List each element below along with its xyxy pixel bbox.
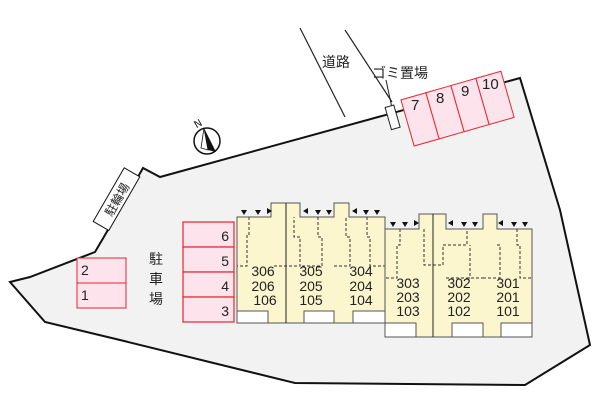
- unit-304: 304: [349, 263, 373, 279]
- garbage-area-label: ゴミ置場: [372, 65, 428, 82]
- north-arrow-icon: N: [193, 118, 221, 155]
- parking-number-7: 7: [411, 97, 419, 114]
- garbage-leader-line: [385, 79, 393, 109]
- parking-number-8: 8: [436, 90, 444, 107]
- unit-104: 104: [349, 292, 373, 308]
- parking-number-2: 2: [81, 262, 89, 278]
- unit-302: 302: [447, 275, 471, 291]
- parking-number-1: 1: [81, 287, 89, 303]
- parking-space-6: [182, 221, 235, 248]
- unit-labels: 306 206 106 305 205 105 304 204 104 303 …: [251, 263, 520, 319]
- unit-102: 102: [447, 303, 471, 319]
- parking-number-6: 6: [221, 228, 229, 244]
- parking-space-10: [475, 70, 515, 126]
- parking-space-1: [76, 282, 127, 309]
- unit-201: 201: [496, 289, 520, 305]
- parking-number-9: 9: [461, 83, 469, 100]
- parking-space-4: [182, 271, 235, 298]
- unit-203: 203: [396, 289, 420, 305]
- road-line-right: [344, 29, 393, 103]
- parking-number-10: 10: [482, 76, 499, 93]
- parking-top-group: [400, 70, 515, 147]
- garbage-area: [384, 104, 401, 131]
- unit-205: 205: [299, 278, 323, 294]
- unit-206: 206: [251, 278, 275, 294]
- unit-106: 106: [253, 292, 277, 308]
- parking-label-char-2: 車: [149, 271, 163, 288]
- parking-space-5: [182, 246, 235, 273]
- parking-label-char-3: 場: [149, 292, 163, 308]
- parking-space-3: [182, 296, 235, 323]
- unit-103: 103: [396, 303, 420, 319]
- unit-305: 305: [299, 263, 323, 279]
- parking-number-4: 4: [221, 278, 229, 294]
- unit-303: 303: [396, 275, 420, 291]
- building-east-block: [384, 213, 533, 338]
- unit-301: 301: [496, 275, 520, 291]
- unit-204: 204: [349, 278, 373, 294]
- road-label: 道路: [322, 55, 350, 71]
- parking-number-5: 5: [221, 253, 229, 269]
- road-line-left: [299, 27, 346, 118]
- parking-label-char-1: 駐: [149, 252, 163, 268]
- building-west-block: [236, 202, 386, 324]
- unit-105: 105: [299, 292, 323, 308]
- unit-101: 101: [496, 303, 520, 319]
- unit-202: 202: [447, 289, 471, 305]
- parking-space-2: [76, 257, 127, 284]
- unit-306: 306: [251, 263, 275, 279]
- parking-number-3: 3: [221, 303, 229, 319]
- svg-text:N: N: [193, 118, 205, 131]
